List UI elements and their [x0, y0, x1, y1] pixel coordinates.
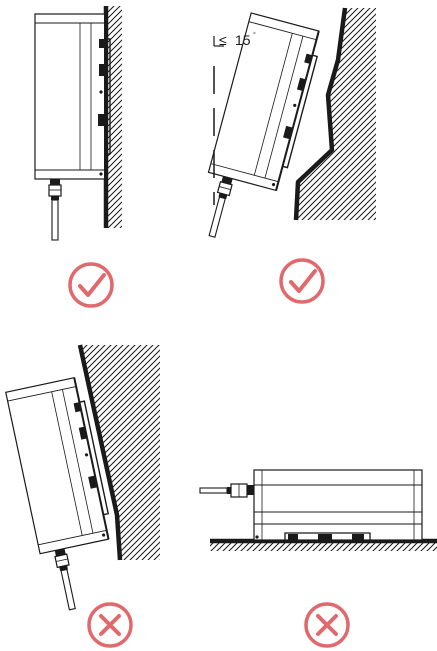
inverter-lying-flat	[199, 469, 423, 541]
panel-vertical-mount	[34, 6, 122, 241]
panel-backward-tilt-mount: ≤ 15 °	[191, 7, 376, 252]
inverter	[34, 13, 111, 241]
wall-surface	[77, 344, 123, 561]
floor	[210, 541, 437, 551]
cross-circle-icon	[304, 602, 350, 648]
wall	[80, 345, 160, 560]
panel-forward-tilt-mount	[4, 344, 160, 615]
tilt-limit-value: 15	[235, 32, 251, 48]
check-circle-icon	[68, 262, 114, 308]
tilt-limit-unit: °	[253, 31, 256, 39]
cross-circle-icon	[87, 602, 133, 648]
panel-horizontal-mount	[199, 469, 437, 551]
wall-surface	[293, 7, 348, 221]
tilt-limit-symbol: ≤	[219, 32, 227, 48]
check-circle-icon	[279, 258, 325, 304]
